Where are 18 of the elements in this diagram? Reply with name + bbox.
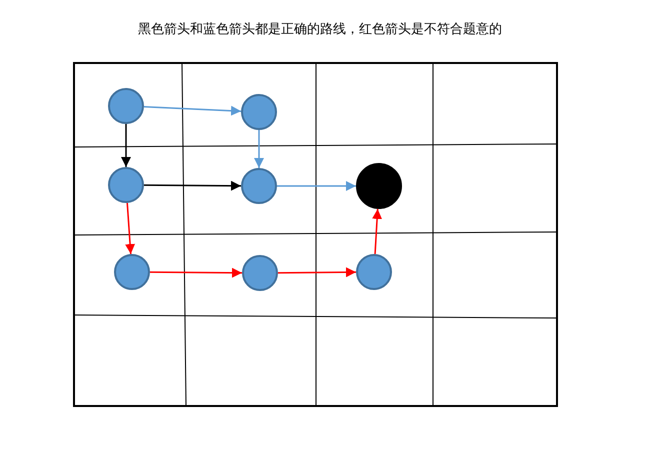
goal-circle [356,163,402,209]
arrow [254,130,264,168]
arrow [150,268,242,278]
cell-circle [108,88,144,124]
arrow [277,181,356,191]
arrow [278,267,356,278]
cell-circle [241,168,277,204]
title: 黑色箭头和蓝色箭头都是正确的路线，红色箭头是不符合题意的 [137,21,503,38]
cell-circle [108,167,144,203]
cell-circle [114,254,150,290]
cell-circle [356,254,392,290]
arrow [125,202,136,254]
arrow [372,208,382,254]
cell-circle [241,94,277,130]
arrow [144,180,241,191]
cell-circle [242,255,278,291]
arrow [144,106,242,116]
arrow [121,124,131,167]
